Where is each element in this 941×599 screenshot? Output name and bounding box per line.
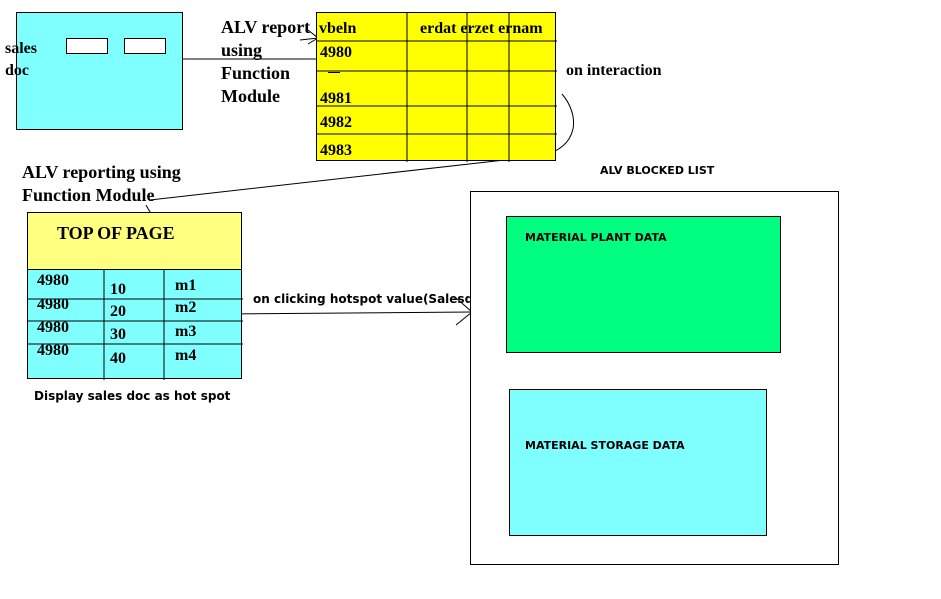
fm-row-4-item: 40 bbox=[110, 350, 126, 367]
alv-report-label: ALV report using Function Module bbox=[221, 17, 311, 106]
material-plant-block bbox=[506, 216, 781, 353]
material-plant-label: MATERIAL PLANT DATA bbox=[525, 231, 667, 244]
grid-row-3[interactable]: 4982 bbox=[320, 114, 352, 131]
fm-row-2-material: m2 bbox=[175, 299, 197, 316]
report-grid-lines bbox=[317, 13, 557, 162]
grid-row-2[interactable]: 4981 bbox=[320, 90, 352, 107]
alv-fm-label: ALV reporting using Function Module bbox=[22, 162, 181, 205]
hotspot-label: on clicking hotspot value(Salesdoc) bbox=[253, 292, 495, 306]
fm-row-3-item: 30 bbox=[110, 326, 126, 343]
fm-row-1-item: 10 bbox=[110, 281, 126, 298]
fm-row-1-material: m1 bbox=[175, 277, 197, 294]
sales-doc-screen bbox=[16, 12, 183, 130]
material-storage-label: MATERIAL STORAGE DATA bbox=[525, 439, 685, 452]
sales-doc-input-1[interactable] bbox=[66, 38, 108, 54]
grid-row-1-underline bbox=[328, 72, 340, 73]
fm-row-3-doc[interactable]: 4980 bbox=[37, 319, 69, 336]
top-of-page-title: TOP OF PAGE bbox=[57, 223, 175, 243]
fm-row-4-material: m4 bbox=[175, 347, 197, 364]
material-storage-block bbox=[509, 389, 767, 536]
sales-doc-input-2[interactable] bbox=[124, 38, 166, 54]
alv-fm-grid-lines bbox=[28, 269, 243, 380]
fm-row-2-item: 20 bbox=[110, 303, 126, 320]
arrow-report-to-grid bbox=[299, 37, 319, 41]
sales-doc-label: sales doc bbox=[5, 40, 37, 79]
fm-row-2-doc[interactable]: 4980 bbox=[37, 296, 69, 313]
on-interaction-label: on interaction bbox=[566, 62, 662, 79]
grid-header-dates: erdat erzet ernam bbox=[420, 20, 543, 37]
grid-row-4[interactable]: 4983 bbox=[320, 142, 352, 159]
blocked-list-title: ALV BLOCKED LIST bbox=[600, 164, 715, 177]
fm-row-1-doc[interactable]: 4980 bbox=[37, 272, 69, 289]
grid-header-vbeln: vbeln bbox=[319, 20, 357, 37]
arrow-hotspot-to-blocked bbox=[221, 311, 473, 315]
fm-row-3-material: m3 bbox=[175, 323, 197, 340]
grid-row-1[interactable]: 4980 bbox=[320, 44, 352, 61]
alv-fm-panel bbox=[27, 212, 243, 380]
report-grid bbox=[316, 12, 557, 162]
hotspot-caption: Display sales doc as hot spot bbox=[34, 389, 231, 403]
top-of-page-section bbox=[28, 213, 241, 270]
fm-row-4-doc[interactable]: 4980 bbox=[37, 342, 69, 359]
